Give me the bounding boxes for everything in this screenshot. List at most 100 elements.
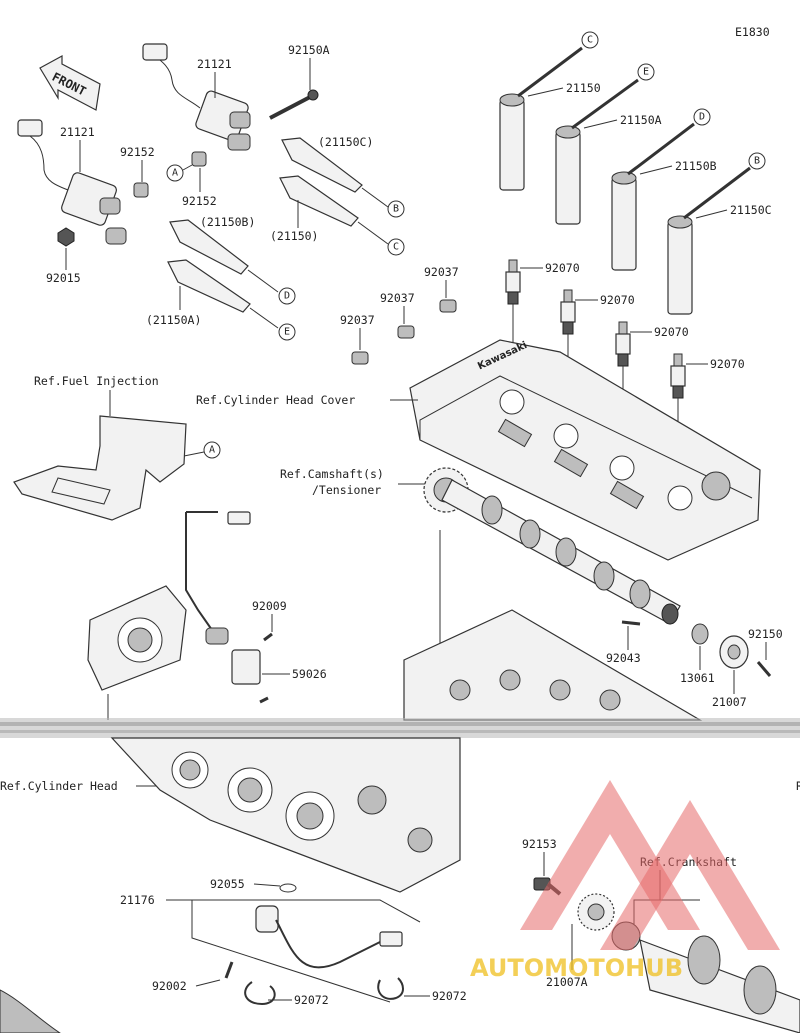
label-21150c: 21150C <box>730 203 772 217</box>
label-21150: 21150 <box>566 81 601 95</box>
ignition-coil-left <box>17 119 127 245</box>
callout-e-cap <box>637 63 655 81</box>
label-92072-1: 92072 <box>294 993 329 1007</box>
label-92037-3: 92037 <box>340 313 375 327</box>
diagram-code: E1830 <box>735 25 770 39</box>
oring-92055 <box>279 883 297 893</box>
label-92072-2: 92072 <box>432 989 467 1003</box>
svg-text:D: D <box>699 112 705 123</box>
callout-e-coil <box>278 323 296 341</box>
callout-b-cap <box>748 152 766 170</box>
clamp-92037-3 <box>351 351 369 365</box>
bolt-92002 <box>224 961 234 979</box>
callout-d-cap <box>693 108 711 126</box>
callout-a-upper <box>166 164 184 182</box>
label-92002: 92002 <box>152 979 187 993</box>
plug-cap-21150 <box>499 46 583 191</box>
label-92152-mid: 92152 <box>182 194 217 208</box>
cap-21150b-coil <box>169 219 279 293</box>
collar-92152-mid <box>191 151 207 167</box>
cap-21150a-coil <box>167 259 279 329</box>
rotor-21007a <box>577 893 615 931</box>
bolt-92150a <box>269 89 319 120</box>
callout-b-coil <box>387 200 405 218</box>
ref-cut-r: R <box>796 779 800 793</box>
callout-d-coil <box>278 287 296 305</box>
label-92152-left: 92152 <box>120 145 155 159</box>
label-21150c-paren: (21150C) <box>318 135 373 149</box>
label-59026: 59026 <box>292 667 327 681</box>
ref-camshaft-2: /Tensioner <box>312 483 381 497</box>
clamp-92037-1 <box>439 299 457 313</box>
screw-92009-b <box>259 696 269 704</box>
nut-92015 <box>57 227 75 247</box>
cap-21150-coil <box>279 175 389 245</box>
label-92015: 92015 <box>46 271 81 285</box>
spark-plug-1 <box>505 259 521 400</box>
front-arrow: FRONT <box>39 54 101 111</box>
collar-92152-left <box>133 182 149 198</box>
label-92070-4: 92070 <box>710 357 745 371</box>
label-92070-3: 92070 <box>654 325 689 339</box>
label-21150-paren: (21150) <box>270 229 318 243</box>
label-92153: 92153 <box>522 837 557 851</box>
label-92055: 92055 <box>210 877 245 891</box>
cylinder-head-lower <box>110 737 461 893</box>
callout-c-cap <box>581 31 599 49</box>
crank-sensor <box>255 905 403 969</box>
sensor-bracket-plate <box>87 585 187 691</box>
ref-fuel-injection: Ref.Fuel Injection <box>34 374 159 388</box>
cap-21150c-coil <box>281 137 389 208</box>
watermark-text: AUTOMOTOHUB <box>470 954 683 982</box>
label-92070-2: 92070 <box>600 293 635 307</box>
rotor-13061 <box>691 623 709 645</box>
label-92037-1: 92037 <box>424 265 459 279</box>
label-92009: 92009 <box>252 599 287 613</box>
label-92070-1: 92070 <box>545 261 580 275</box>
label-92043: 92043 <box>606 651 641 665</box>
label-21150b-paren: (21150B) <box>200 215 255 229</box>
svg-text:E: E <box>643 67 649 78</box>
ref-cylinder-head: Ref.Cylinder Head <box>0 779 118 793</box>
label-21150a-paren: (21150A) <box>146 313 201 327</box>
label-21007: 21007 <box>712 695 747 709</box>
svg-text:A: A <box>172 168 178 179</box>
plug-cap-21150b <box>611 122 695 271</box>
label-21007a: 21007A <box>546 975 588 989</box>
label-92037-2: 92037 <box>380 291 415 305</box>
sensor-wire <box>185 511 251 631</box>
plug-cap-21150c <box>667 166 751 315</box>
watermark-logo: AUTOMOTOHUB <box>470 780 780 982</box>
label-92150: 92150 <box>748 627 783 641</box>
svg-text:C: C <box>587 35 593 46</box>
screw-92009-a <box>263 632 273 642</box>
ignition-coil-top <box>142 43 251 151</box>
svg-text:B: B <box>754 156 760 167</box>
sensor-59026 <box>205 627 261 685</box>
label-21150a: 21150A <box>620 113 662 127</box>
cylinder-head-cover: Kawasaki <box>409 339 761 561</box>
pin-92043 <box>621 620 641 626</box>
svg-text:C: C <box>393 242 399 253</box>
svg-text:D: D <box>284 291 290 302</box>
label-21176: 21176 <box>120 893 155 907</box>
cylinder-head-upper <box>403 609 703 721</box>
fuel-injection-bracket <box>13 415 187 521</box>
cover-21007 <box>719 635 749 669</box>
ref-cylinder-head-cover: Ref.Cylinder Head Cover <box>196 393 355 407</box>
clamp-92072-2 <box>377 977 404 1000</box>
spark-plug-4 <box>670 353 686 476</box>
svg-text:A: A <box>209 445 215 456</box>
label-21121-top: 21121 <box>197 57 232 71</box>
svg-text:E: E <box>284 327 290 338</box>
torn-edge <box>0 718 800 738</box>
callout-a-bracket <box>203 441 221 459</box>
svg-text:B: B <box>393 204 399 215</box>
label-21150b: 21150B <box>675 159 717 173</box>
camshaft <box>423 467 681 625</box>
ref-camshaft-1: Ref.Camshaft(s) <box>280 467 384 481</box>
label-13061: 13061 <box>680 671 715 685</box>
clamp-92072-1 <box>244 981 276 1006</box>
clamp-92037-2 <box>397 325 415 339</box>
